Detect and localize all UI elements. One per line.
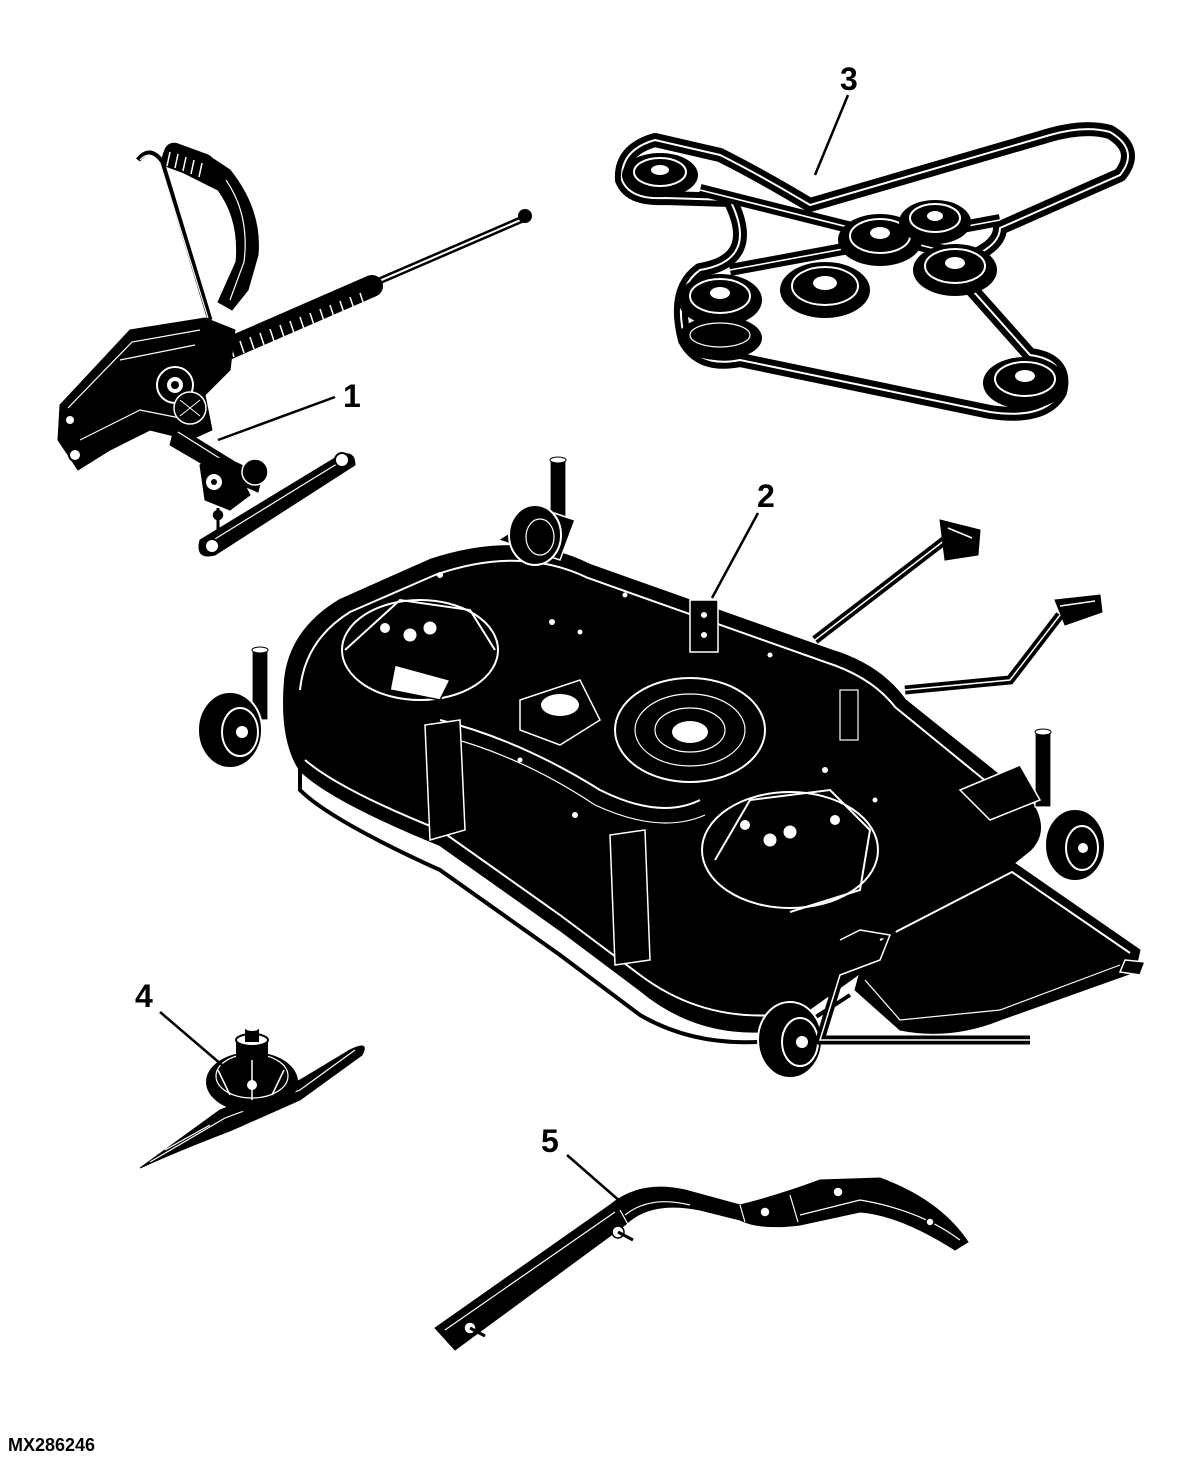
belt-shield-part: [434, 1177, 969, 1351]
gauge-wheel-right: [1044, 808, 1106, 882]
pulley-3: [780, 262, 870, 318]
blade-spindle-part: [139, 1025, 365, 1169]
leader-line-5: [566, 1154, 623, 1204]
figure-id: MX286246: [8, 1435, 96, 1455]
leader-line-4: [159, 1011, 223, 1066]
callout-2: 2: [757, 478, 775, 514]
pulley-1: [622, 153, 698, 197]
callout-3: 3: [840, 61, 858, 97]
leader-line-2: [710, 512, 760, 599]
center-bracket: [689, 599, 859, 741]
center-spindle-housing: [614, 677, 766, 783]
mower-deck-part: [197, 456, 1147, 1079]
pulley-5: [899, 200, 971, 244]
front-right-post: [958, 728, 1052, 821]
gauge-wheel-left: [197, 504, 562, 769]
extension-spring: [214, 275, 383, 361]
right-spindle-housing: [701, 788, 879, 913]
gauge-wheel-front: [757, 1001, 823, 1079]
callout-5: 5: [541, 1123, 559, 1159]
pulley-7: [983, 357, 1067, 409]
pulley-6: [913, 244, 997, 296]
callout-4: 4: [135, 978, 153, 1014]
drive-belt-part: [614, 122, 1135, 421]
spindle-housing: [206, 1025, 298, 1112]
leader-line-3: [813, 94, 850, 176]
callout-1: 1: [343, 378, 361, 414]
pulley-2: [678, 274, 762, 360]
leader-line-1: [217, 395, 336, 442]
lift-linkage-part: [57, 142, 532, 557]
handle-grip: [161, 142, 215, 180]
discharge-chute: [854, 859, 1147, 1034]
left-spindle-housing: [341, 598, 499, 701]
